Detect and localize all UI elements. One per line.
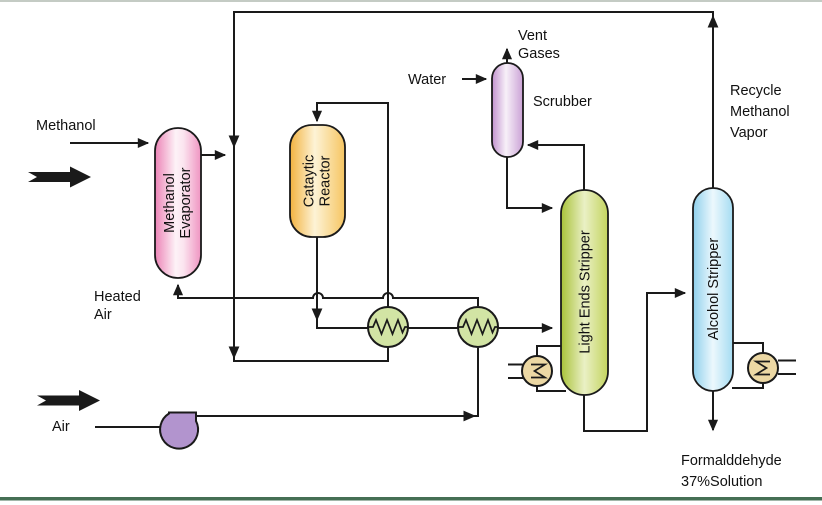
label-air-feed: Air [52,419,70,435]
pipe-reactor-outlet-to-strippers [316,237,554,334]
pipe-les-reboiler-utility-stubs [508,363,523,379]
les-label-text: Light Ends Stripper [578,230,594,353]
air-blower [159,411,199,450]
label-heated-air-line1: Heated [94,289,141,305]
as-label-text: Alcohol Stripper [706,238,722,341]
pipe-stripper-overhead-to-scrubber [526,139,585,191]
catalytic-reactor-label: Cataytic Reactor [302,155,334,207]
bold-feed-arrow-methanol [28,166,91,188]
label-scrubber: Scrubber [533,94,592,110]
heat-exchanger-1 [367,306,409,348]
flow-arrow-down-recycle-join [228,135,240,148]
bold-feed-arrow-air [37,390,100,411]
label-vent-gases-line1: Vent [518,28,547,44]
reactor-label-line1: Cataytic [302,155,318,207]
alcohol-stripper-vessel [692,187,734,392]
as-reboiler [747,352,779,384]
label-vent-gases-line2: Gases [518,46,560,62]
les-reboiler [521,355,553,387]
label-heated-air-line2: Air [94,307,112,323]
pipe-heated-air-to-evaporator [172,283,479,306]
heat-exchanger-1-coil-icon [368,317,408,337]
light-ends-stripper-vessel [560,189,609,396]
flow-arrow-down-feed-corner [228,346,240,359]
pipe-scrubber-bottoms-to-stripper [506,156,554,214]
evaporator-label-line1: Methanol [162,173,178,233]
as-reboiler-coil-icon [753,360,770,376]
label-product-line1: Formalddehyde [681,453,782,469]
methanol-evaporator-label: Methanol Evaporator [162,167,194,238]
label-methanol-feed: Methanol [36,118,96,134]
light-ends-stripper-label: Light Ends Stripper [578,230,594,353]
catalytic-reactor-vessel [289,124,346,238]
label-recycle-line1: Recycle [730,83,782,99]
pipe-recycle-and-feed-loop [233,11,714,362]
heat-exchanger-2-coil-icon [458,317,498,337]
evaporator-label-line2: Evaporator [178,167,194,238]
label-product-line2: 37%Solution [681,474,762,490]
flow-arrow-right-air-line [463,410,476,422]
heat-exchanger-2 [457,306,499,348]
pipe-les-bottoms-to-alcohol-stripper [583,287,687,432]
flow-arrow-down-reactor-outlet [311,308,323,321]
bottom-border-rule [0,497,822,501]
reactor-label-line2: Reactor [318,155,334,206]
scrubber-vessel [491,62,524,158]
label-recycle-line2: Methanol [730,104,790,120]
alcohol-stripper-label: Alcohol Stripper [706,238,722,341]
flow-arrow-up-recycle [707,15,719,28]
top-border-rule [0,0,822,2]
pipe-as-reboiler-utility-stubs [778,359,796,375]
label-recycle-line3: Vapor [730,125,768,141]
les-reboiler-coil-icon [531,363,548,379]
pipe-blower-to-heat-exchanger [196,348,479,417]
label-water-feed: Water [408,72,446,88]
methanol-evaporator-vessel [154,127,202,279]
